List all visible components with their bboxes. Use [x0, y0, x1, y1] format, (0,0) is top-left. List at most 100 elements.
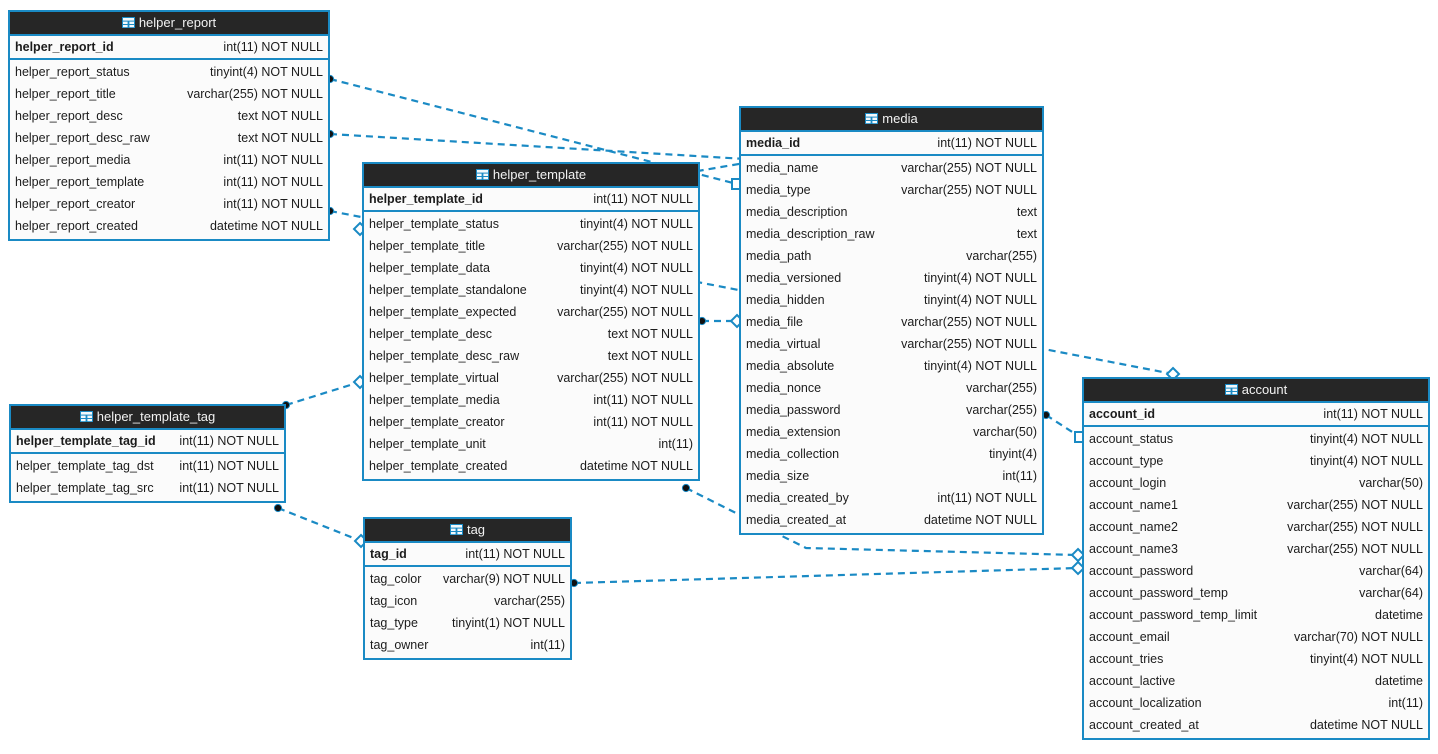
entity-title: helper_template	[492, 167, 587, 182]
column-name: media_description_raw	[746, 227, 875, 241]
column-type: text NOT NULL	[607, 327, 693, 341]
entity-header-helper_template[interactable]: helper_template	[364, 164, 698, 186]
column-name: media_password	[746, 403, 841, 417]
entity-title: account	[1241, 382, 1288, 397]
entity-header-helper_template_tag[interactable]: helper_template_tag	[11, 406, 284, 428]
entity-header-helper_report[interactable]: helper_report	[10, 12, 328, 34]
entity-title: media	[882, 111, 918, 126]
entity-header-account[interactable]: account	[1084, 379, 1428, 401]
column-type: varchar(255) NOT NULL	[187, 87, 323, 101]
column-name: media_size	[746, 469, 810, 483]
column-type: int(11) NOT NULL	[179, 434, 279, 448]
column-type: varchar(255)	[494, 594, 565, 608]
column-name: helper_report_id	[15, 40, 114, 54]
entity-header-tag[interactable]: tag	[365, 519, 570, 541]
column-name: helper_report_desc	[15, 109, 123, 123]
column-type: int(11) NOT NULL	[937, 491, 1037, 505]
column-name: account_created_at	[1089, 718, 1199, 732]
relationship-media_password-to-account_status	[1041, 410, 1086, 443]
column-name: helper_template_tag_src	[16, 481, 154, 495]
column-name: helper_report_media	[15, 153, 131, 167]
relationship-tag_color-to-account_password	[569, 560, 1086, 588]
column-name: media_extension	[746, 425, 841, 439]
column-type: text NOT NULL	[237, 109, 323, 123]
column-row[interactable]: helper_report_desc text NOT NULL	[10, 105, 328, 127]
column-type: tinyint(4) NOT NULL	[924, 293, 1037, 307]
column-name: helper_template_desc_raw	[369, 349, 520, 363]
column-type: varchar(50)	[1359, 476, 1423, 490]
entity-header-media[interactable]: media	[741, 108, 1042, 130]
relationship-helper_template_expected-to-media	[697, 313, 745, 329]
column-name: helper_template_unit	[369, 437, 486, 451]
